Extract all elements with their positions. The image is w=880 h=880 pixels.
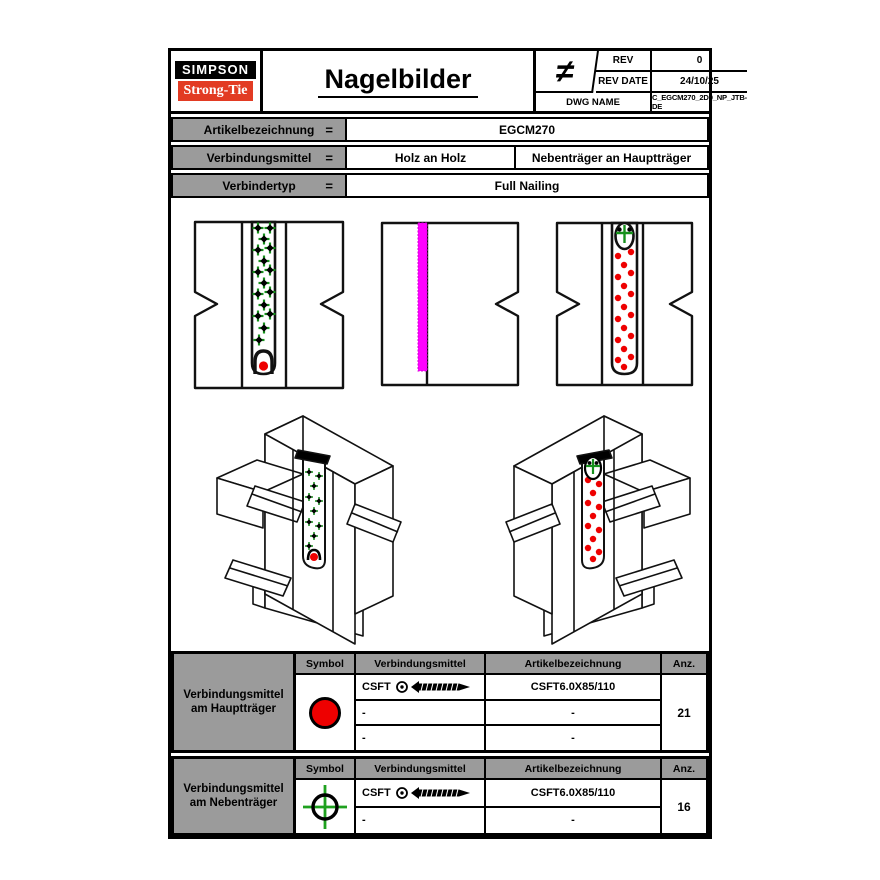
info-row-verbindertyp: Verbindertyp = Full Nailing <box>171 173 709 198</box>
info-value-joint: Nebenträger an Hauptträger <box>531 150 692 165</box>
equals-sign: = <box>325 178 333 193</box>
equals-sign: = <box>325 122 333 137</box>
column-header-symbol: Symbol <box>296 654 354 675</box>
column-header-count: Anz. <box>662 759 706 780</box>
column-header-connector: Verbindungsmittel <box>356 759 484 780</box>
info-row-verbindungsmittel: Verbindungsmittel = Holz an Holz Nebentr… <box>171 145 709 170</box>
rev-label: REV <box>596 51 652 72</box>
dwg-name-value: C_EGCM270_2D0_NP_JTB-DE <box>652 93 747 111</box>
connector-name: CSFT <box>362 786 391 799</box>
column-header-connector: Verbindungsmittel <box>356 654 484 675</box>
table-row: - <box>356 724 484 750</box>
rev-date-label: REV DATE <box>596 72 652 93</box>
symbol-red-circle <box>296 675 354 750</box>
view-iso-left <box>216 415 402 645</box>
article-cell: CSFT6.0X85/110 <box>530 786 616 799</box>
logo-strongtie: Strong-Tie <box>178 81 253 102</box>
logo-simpson: SIMPSON <box>175 60 256 80</box>
fastener-count: 16 <box>677 799 691 814</box>
title-block: SIMPSON Strong-Tie Nagelbilder ≠ REV 0 R… <box>171 51 747 114</box>
screw-icon <box>395 786 470 799</box>
info-row-artikelbezeichnung: Artikelbezeichnung = EGCM270 <box>171 117 709 142</box>
view-back-2d <box>555 221 694 387</box>
hanger-bottom-marker-iso <box>306 548 322 561</box>
green-crosshair-top-iso <box>586 459 600 474</box>
green-crosshair-top <box>616 225 633 243</box>
nail-markers-red <box>614 248 635 371</box>
connector-name: CSFT <box>362 680 391 693</box>
info-label: Verbindungsmittel <box>206 150 312 165</box>
article-cell: - <box>486 698 660 725</box>
rev-date-value: 24/10/25 <box>652 72 747 93</box>
table-row: CSFT <box>356 675 484 699</box>
column-header-article: Artikelbezeichnung <box>486 654 660 675</box>
red-circle-icon <box>309 696 341 729</box>
drawing-sheet: SIMPSON Strong-Tie Nagelbilder ≠ REV 0 R… <box>168 48 747 839</box>
column-header-count: Anz. <box>662 654 706 675</box>
info-value-material: Holz an Holz <box>347 147 516 168</box>
nail-pattern-drawing <box>193 220 694 645</box>
info-value-article: EGCM270 <box>498 122 556 137</box>
equals-sign: = <box>325 150 333 165</box>
table-row: - <box>356 698 484 725</box>
table-row: - <box>356 805 484 834</box>
view-side-2d <box>380 221 520 387</box>
simpson-strongtie-logo: SIMPSON Strong-Tie <box>171 51 263 111</box>
connector-plate-magenta <box>417 222 428 372</box>
column-header-article: Artikelbezeichnung <box>486 759 660 780</box>
nail-markers-green <box>251 221 277 347</box>
article-cell: CSFT6.0X85/110 <box>530 680 616 693</box>
red-nail-marker-iso <box>310 553 318 561</box>
article-cell: - <box>486 724 660 750</box>
info-value-type: Full Nailing <box>494 178 560 193</box>
table-row: CSFT <box>356 780 484 806</box>
view-front-2d <box>193 220 345 390</box>
green-crosshair-icon <box>303 784 347 829</box>
revision-block: ≠ REV 0 REV DATE 24/10/25 DWG NAME C_EGC… <box>533 51 747 111</box>
view-iso-right <box>505 415 691 645</box>
hanger-bottom-marker <box>253 349 274 374</box>
info-label: Verbindertyp <box>222 178 296 193</box>
article-cell: - <box>486 805 660 834</box>
symbol-crosshair-circle <box>296 780 354 833</box>
screw-icon <box>395 680 470 693</box>
dwg-name-label: DWG NAME <box>536 93 652 111</box>
fastener-count: 21 <box>677 705 691 720</box>
not-equal-icon: ≠ <box>533 51 599 93</box>
column-header-symbol: Symbol <box>296 759 354 780</box>
red-nail-marker <box>258 361 269 371</box>
rev-value: 0 <box>652 51 747 72</box>
page-title: Nagelbilder <box>263 51 533 111</box>
info-label: Artikelbezeichnung <box>203 122 315 137</box>
drawing-area <box>171 198 709 648</box>
